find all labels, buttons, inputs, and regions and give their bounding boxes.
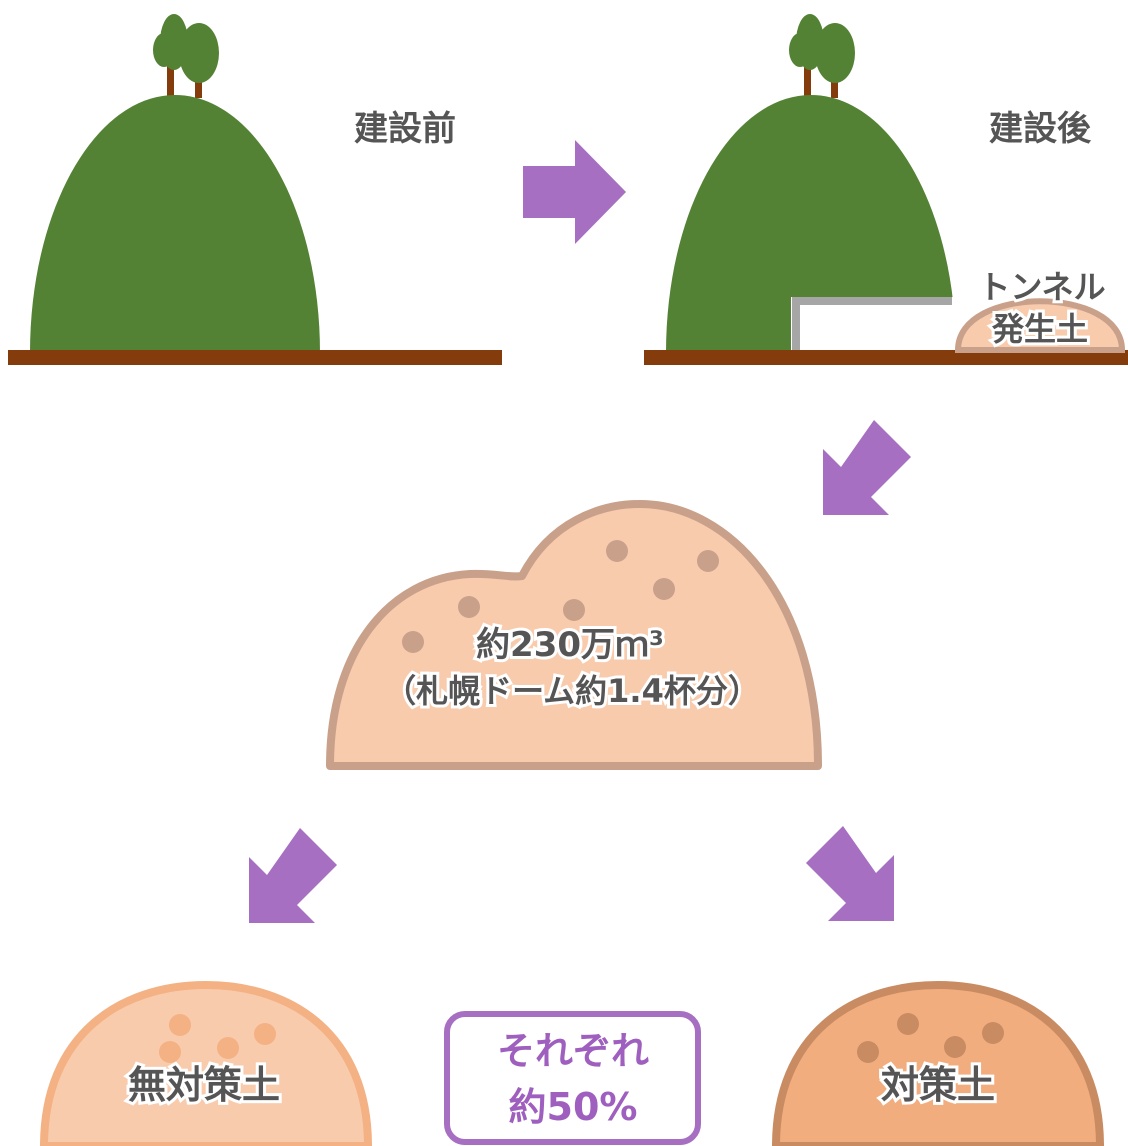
arrow-right-icon (523, 140, 626, 244)
untreated-pile-shape (39, 980, 373, 1146)
soil-particles (402, 540, 719, 653)
after-label: 建設後 (989, 109, 1092, 149)
tunnel-opening (791, 297, 961, 353)
soil-pile-shape (326, 500, 822, 770)
tunnel-soil-label-line2: 発生土 (991, 310, 1088, 348)
tree-icon (789, 14, 855, 98)
volume-label-line1: 約230万ｍ³ (476, 625, 664, 665)
ratio-label-line1: それぞれ (497, 1029, 649, 1073)
tunnel-soil-label-line1: トンネル (978, 268, 1105, 306)
untreated-soil-pile: 無対策土 (39, 980, 373, 1146)
after-panel: 建設後 トンネル 発生土 (644, 14, 1128, 365)
hill-shape (30, 95, 320, 353)
treated-soil-label: 対策土 (881, 1063, 995, 1107)
ground-line (644, 350, 1128, 365)
ratio-callout: それぞれ 約50% (444, 1011, 701, 1145)
total-soil-pile: 約230万ｍ³ （札幌ドーム約1.4杯分） (326, 500, 822, 770)
treated-pile-shape (771, 980, 1105, 1146)
tree-icon (153, 14, 219, 98)
untreated-soil-label: 無対策土 (128, 1063, 280, 1107)
volume-label-line2: （札幌ドーム約1.4杯分） (384, 672, 760, 710)
ratio-box (444, 1011, 701, 1145)
arrow-down-left-icon (249, 828, 337, 923)
before-panel: 建設前 (8, 14, 502, 365)
arrow-down-right-icon (806, 826, 894, 921)
hill-shape (666, 95, 956, 353)
soil-particles (159, 1014, 276, 1063)
soil-particles (857, 1013, 1004, 1063)
ground-line (8, 350, 502, 365)
arrow-down-left-icon (823, 420, 911, 515)
tunnel-lining (792, 297, 952, 353)
ratio-label-line2: 約50% (509, 1085, 638, 1129)
before-label: 建設前 (354, 109, 456, 149)
tunnel-soil-pile (954, 298, 1126, 353)
treated-soil-pile: 対策土 (771, 980, 1105, 1146)
